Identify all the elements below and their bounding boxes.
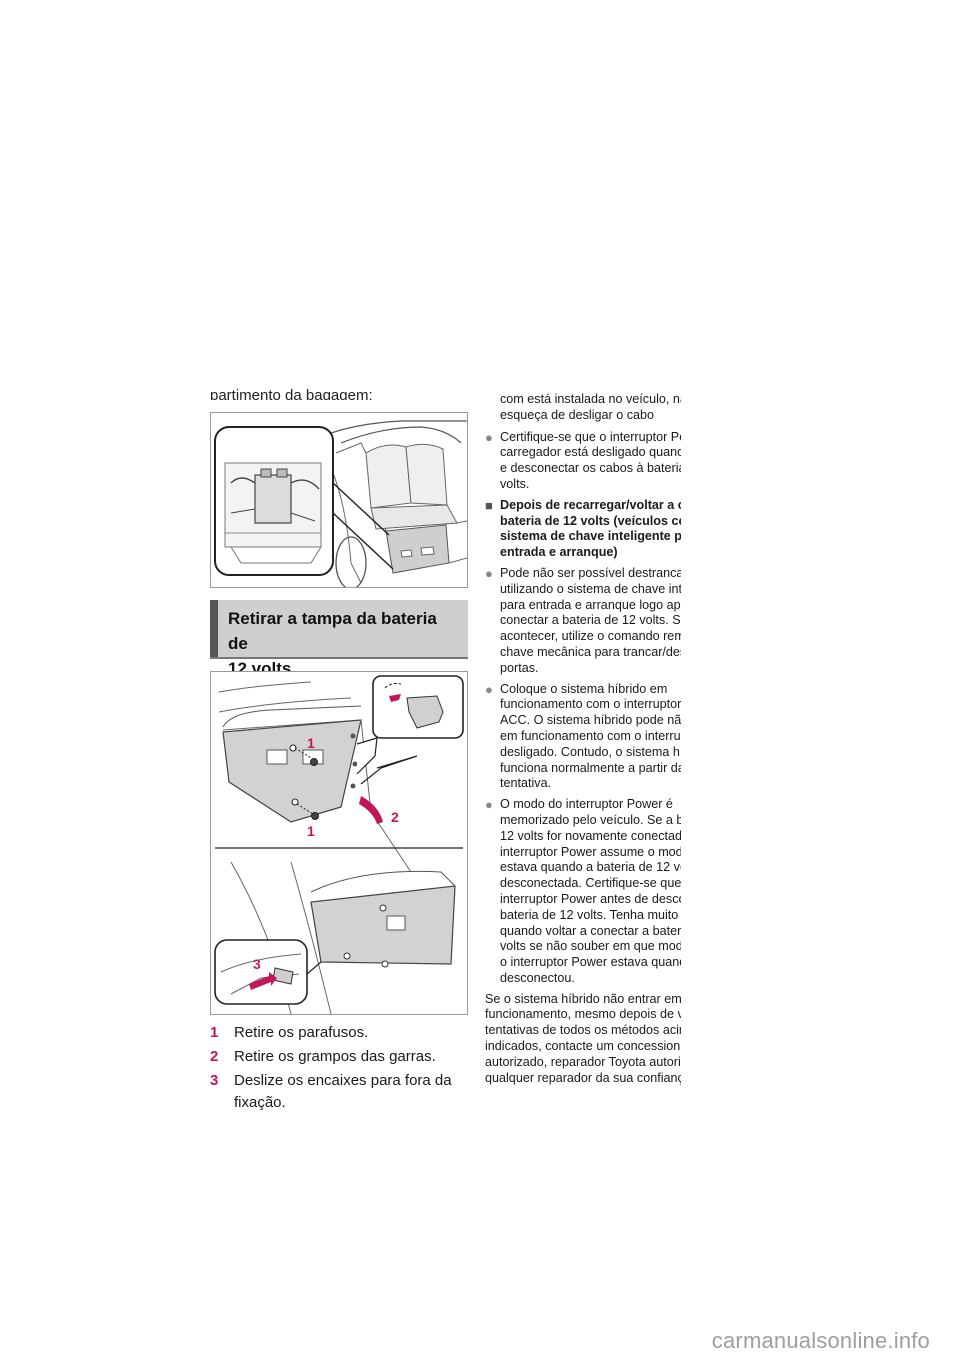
battery-location-illustration (214, 420, 468, 590)
closing-paragraph: Se o sistema híbrido não entrar em funci… (485, 991, 681, 1085)
step-item: 2 Retire os grampos das garras. (210, 1046, 472, 1068)
bullet-text: O modo do interruptor Power é memorizado… (500, 797, 681, 985)
step-number: 2 (210, 1048, 219, 1065)
bullet-text: Pode não ser possível destrancar as port… (500, 565, 681, 675)
step-item: 1 Retire os parafusos. (210, 1022, 472, 1044)
square-bullet-icon: ■ (485, 497, 493, 513)
step-text: Retire os grampos das garras. (234, 1048, 436, 1065)
watermark: carmanualsonline.info (711, 1328, 930, 1353)
bullet-dot-icon: ● (485, 565, 493, 581)
step-text: Deslize os encaixes para fora da fixação… (234, 1072, 452, 1111)
bullet-dot-icon: ● (485, 429, 493, 445)
bullet-dot-icon: ● (485, 681, 493, 697)
section-heading-line-1: Retirar a tampa da bateria de (228, 609, 437, 653)
callout-1-top: 1 (307, 735, 315, 751)
bullet-item: ● Coloque o sistema híbrido em funcionam… (485, 682, 681, 793)
subheading-text: Depois de recarregar/voltar a conectar a… (500, 497, 681, 560)
heading-divider (210, 657, 468, 659)
right-column-text: com está instalada no veículo, não se es… (485, 392, 681, 1132)
bullet-text: Certifique-se que o interruptor Power no… (500, 429, 681, 491)
bullet-item: ● Certifique-se que o interruptor Power … (485, 430, 681, 493)
bullet-item: ● Pode não ser possível destrancar as po… (485, 566, 681, 677)
figure-remove-battery-cover: 1 1 2 3 (210, 671, 468, 1015)
callout-1-bottom: 1 (307, 823, 315, 839)
step-item: 3 Deslize os encaixes para fora da fixaç… (210, 1070, 472, 1114)
callout-3: 3 (253, 956, 261, 972)
subheading: ■ Depois de recarregar/voltar a conectar… (485, 498, 681, 561)
step-text: Retire os parafusos. (234, 1024, 369, 1041)
steps-list: 1 Retire os parafusos. 2 Retire os gramp… (210, 1022, 472, 1116)
bullet-dot-icon: ● (485, 797, 493, 813)
step-number: 3 (210, 1072, 219, 1089)
section-heading: Retirar a tampa da bateria de 12 volts (210, 600, 468, 678)
figure-battery-location (210, 412, 468, 590)
continued-text: com está instalada no veículo, não se es… (500, 392, 681, 422)
step-number: 1 (210, 1024, 219, 1041)
callout-2: 2 (391, 809, 399, 825)
cut-off-text-fragment: partimento da bagagem: (210, 387, 373, 400)
bullet-item: ● O modo do interruptor Power é memoriza… (485, 797, 681, 987)
battery-cover-removal-illustration: 1 1 2 3 (214, 675, 464, 1015)
bullet-text: Coloque o sistema híbrido em funcionamen… (500, 681, 681, 791)
